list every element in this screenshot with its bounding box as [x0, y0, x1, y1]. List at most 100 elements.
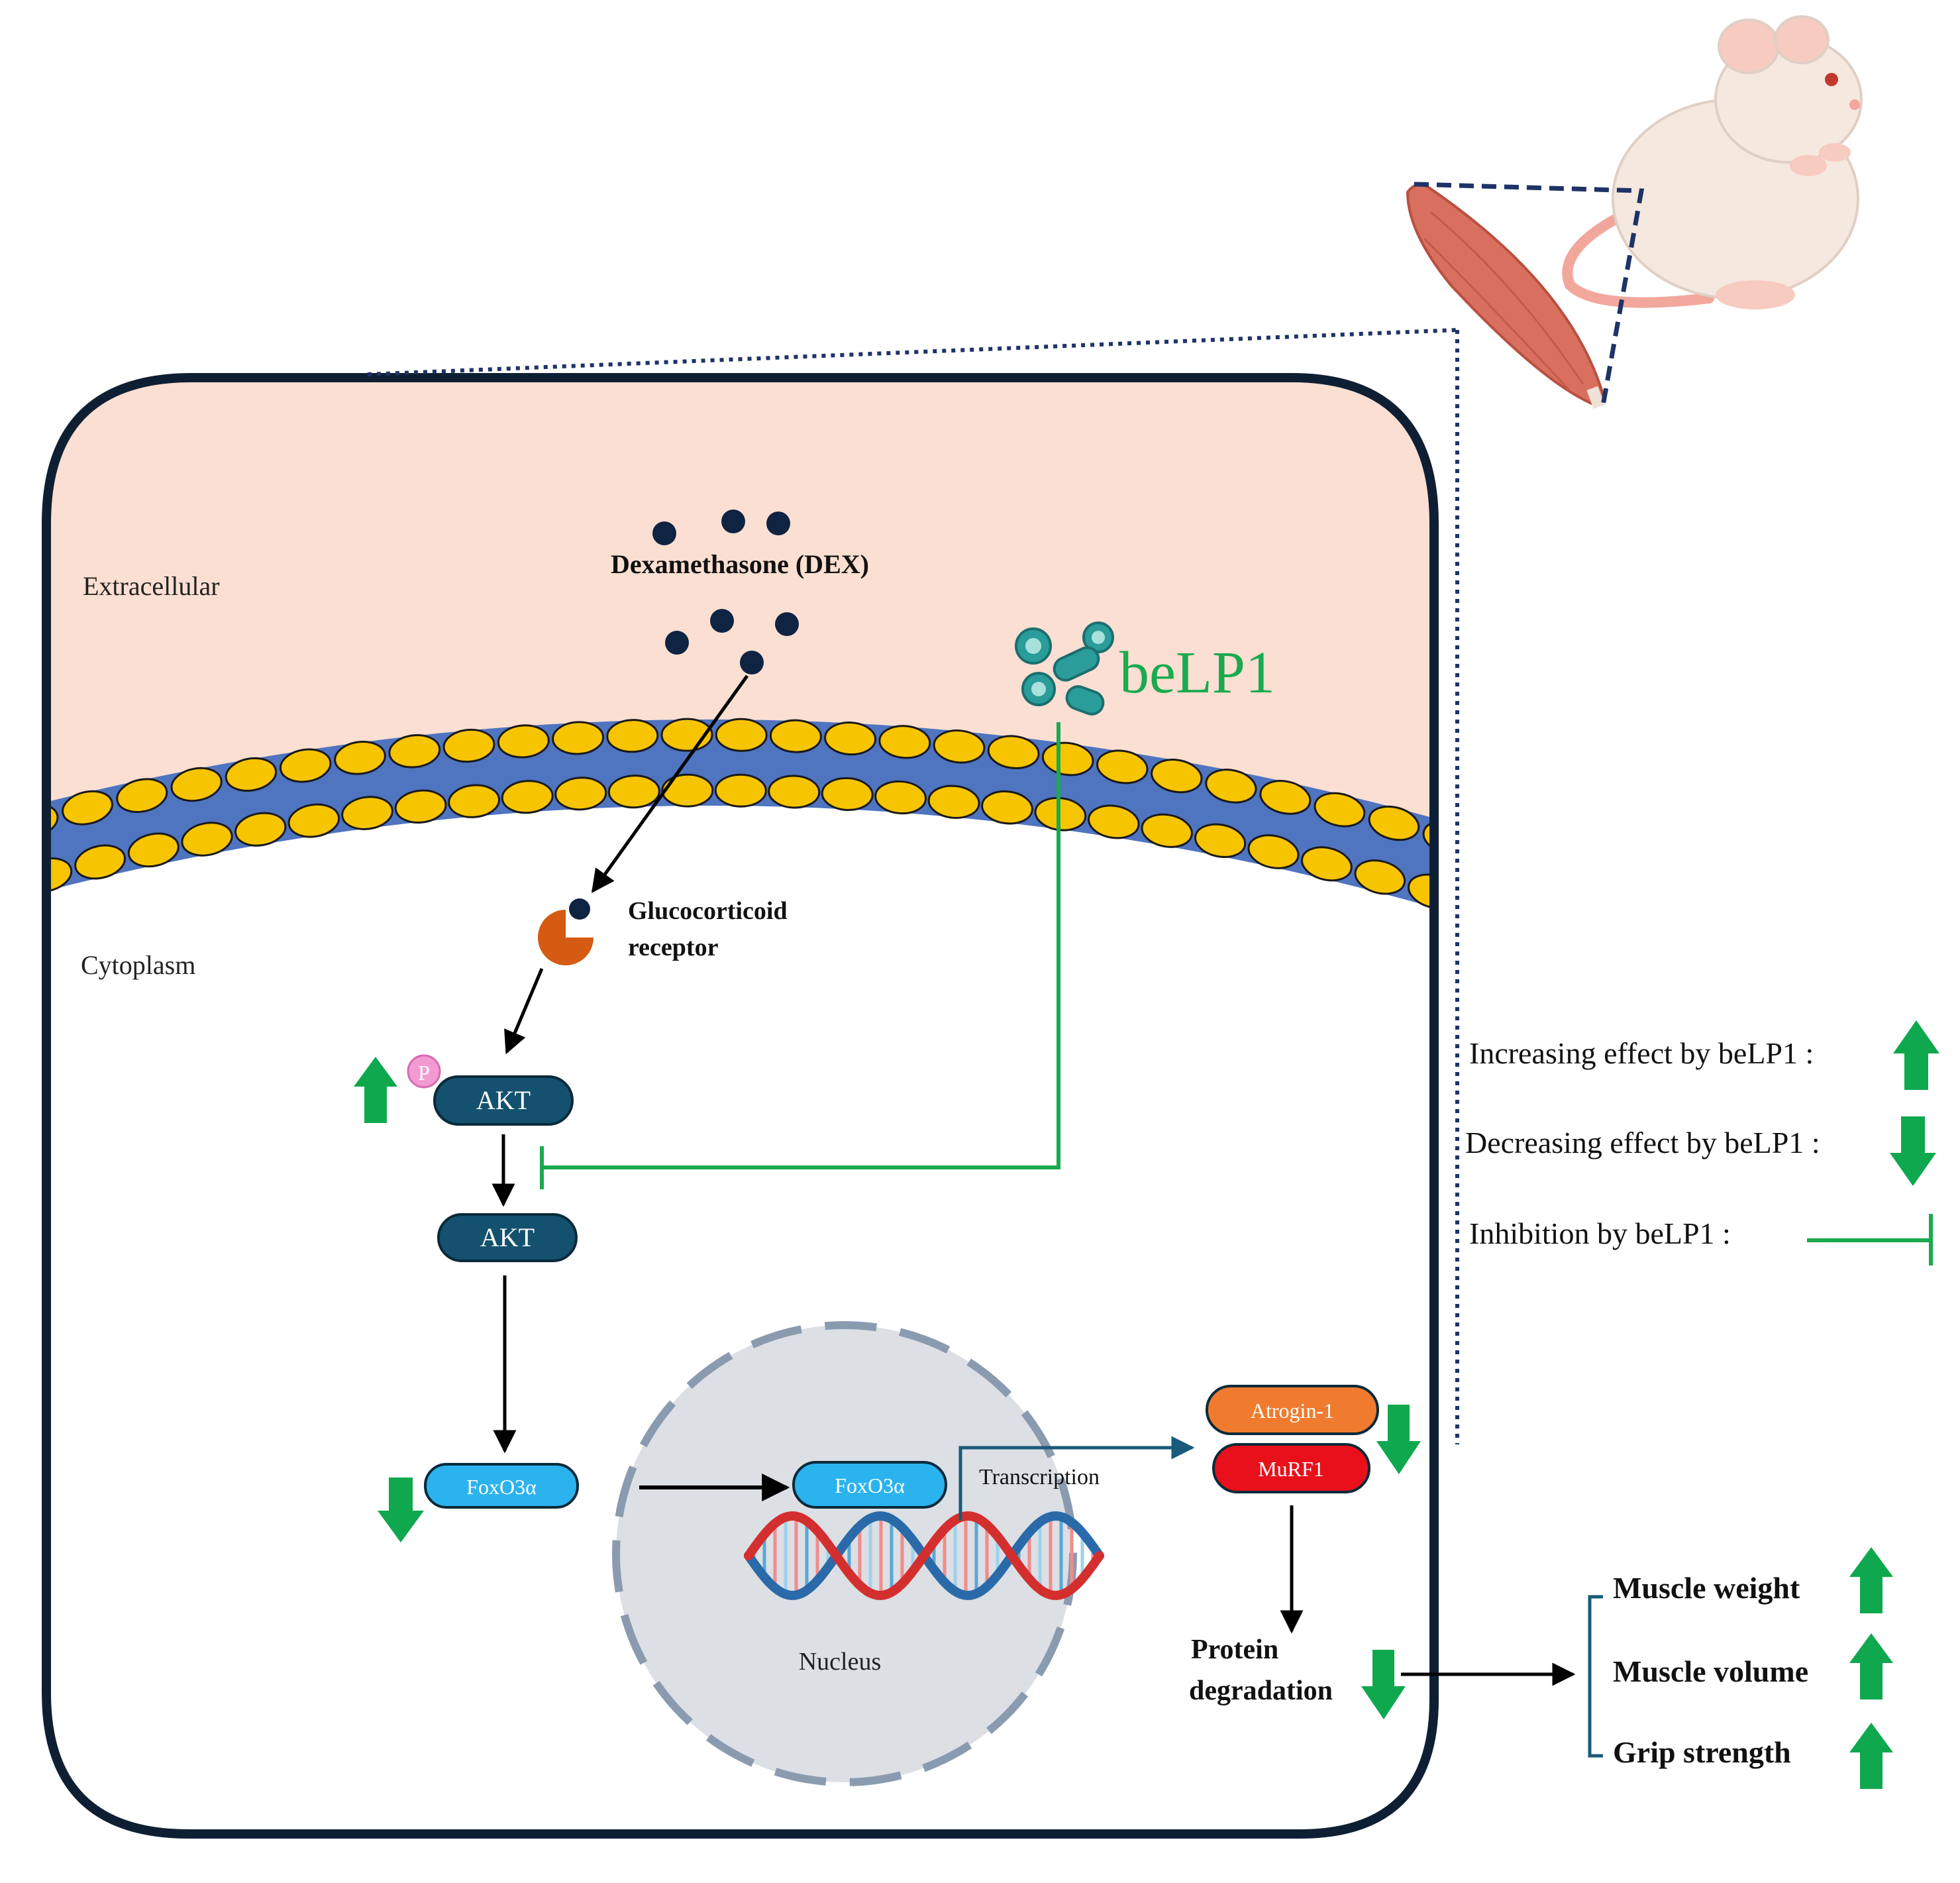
lipid-head [279, 748, 332, 783]
foxo-cyto-label: FoxO3α [466, 1475, 537, 1499]
dna-strand [744, 1511, 1104, 1601]
mouse-illustration [1406, 15, 1863, 409]
lipid-head [981, 790, 1033, 825]
legend-inhibition-label: Inhibition by beLP1 : [1469, 1216, 1731, 1250]
receptor-label-line2: receptor [628, 934, 719, 961]
lipid-head [46, 803, 59, 839]
lipid-head [933, 729, 986, 764]
foxo-nuc-label: FoxO3α [835, 1474, 905, 1497]
lipid-head [1368, 805, 1420, 841]
lipid-head [607, 775, 660, 809]
nucleus-label: Nucleus [799, 1648, 882, 1676]
outcome-muscle-volume: Muscle volume [1613, 1654, 1808, 1688]
lipid-head [341, 796, 393, 830]
lipid-head [606, 719, 659, 753]
lipid-head [234, 812, 287, 847]
phosphate-label: P [418, 1061, 430, 1085]
foxo-decrease-arrow-icon [378, 1478, 424, 1542]
lipid-head [1314, 792, 1366, 828]
lipid-head [661, 773, 714, 808]
lipid-head [552, 721, 605, 755]
lipid-head [287, 803, 340, 838]
lipid-head [824, 722, 877, 756]
lipid-head [170, 767, 223, 802]
lipid-head [1041, 741, 1094, 777]
lipid-head [388, 734, 441, 769]
foxo-cyto-pill [424, 1463, 579, 1509]
cell-outline [42, 373, 1439, 1839]
atrogin-decrease-arrow-icon [1376, 1405, 1421, 1474]
lipid-head [821, 777, 874, 812]
lipid-head [554, 777, 607, 811]
legend: Increasing effect by beLP1 : Decreasing … [1465, 1020, 1939, 1265]
lipid-head [768, 775, 821, 809]
lipid-head [1088, 804, 1140, 839]
lipid-head [874, 780, 927, 815]
lipid-head [1259, 780, 1312, 815]
legend-decrease-icon [1890, 1116, 1936, 1186]
protein-label-line2: degradation [1189, 1676, 1333, 1706]
outcome-grip-strength: Grip strength [1613, 1735, 1791, 1769]
glucocorticoid-receptor-icon [538, 898, 593, 965]
zoom-lines [367, 328, 1459, 1444]
lipid-head [1354, 859, 1406, 895]
akt-pill [437, 1213, 578, 1262]
lipid-head [1096, 749, 1149, 784]
outcomes-bracket [1588, 1595, 1603, 1758]
bacteria-icon [1015, 621, 1114, 716]
outcome-increase-arrow-icons [1849, 1547, 1893, 1789]
lipid-head [442, 728, 495, 763]
transcription-label: Transcription [979, 1465, 1100, 1489]
lipid-head [74, 844, 126, 880]
akt-phospho-pill [433, 1075, 574, 1126]
receptor-label-line1: Glucocorticoid [628, 897, 788, 925]
belp1-inhibition-line [540, 722, 1060, 1189]
lipid-head [1301, 846, 1353, 882]
lipid-head [394, 789, 447, 824]
lipid-head [769, 719, 822, 753]
lipid-head [1194, 823, 1247, 858]
dex-to-receptor-arrow [591, 674, 749, 893]
lipid-head [714, 773, 767, 808]
nucleus [612, 1321, 1077, 1786]
lipid-head [715, 718, 768, 752]
lipid-head [497, 724, 550, 759]
lipid-head [927, 784, 980, 819]
receptor-to-akt-arrow [504, 968, 544, 1055]
cytoplasm-label: Cytoplasm [81, 950, 195, 980]
outcome-muscle-weight: Muscle weight [1613, 1571, 1800, 1605]
lipid-head [334, 740, 386, 775]
phosphate-icon [407, 1054, 441, 1089]
lipid-head [116, 778, 168, 813]
legend-increase-icon [1893, 1020, 1939, 1090]
cell [42, 373, 1439, 1839]
lipid-head [987, 735, 1040, 769]
lipid-head [1205, 769, 1257, 804]
lipid-head [62, 790, 113, 826]
lipid-head [1151, 759, 1203, 794]
protein-label-line1: Protein [1191, 1635, 1278, 1665]
lipid-head [1141, 813, 1193, 848]
lipid-head [127, 832, 180, 868]
belp1-label: beLP1 [1119, 640, 1275, 706]
lipid-head [181, 822, 233, 857]
atrogin-pill [1206, 1385, 1379, 1435]
lipid-head [448, 784, 501, 818]
akt-increase-arrow-icon [354, 1057, 397, 1123]
atrogin-label: Atrogin-1 [1251, 1399, 1334, 1423]
murf1-pill [1212, 1443, 1370, 1493]
legend-decrease-label: Decreasing effect by beLP1 : [1465, 1126, 1820, 1159]
extracellular-label: Extracellular [83, 571, 220, 601]
lipid-head [1247, 834, 1300, 869]
lipid-head [878, 725, 931, 759]
akt-phospho-label: AKT [476, 1085, 531, 1115]
dex-molecules [652, 510, 799, 674]
legend-increase-label: Increasing effect by beLP1 : [1469, 1036, 1814, 1070]
foxo-nuc-pill [792, 1461, 947, 1509]
lipid-bilayer [46, 718, 1434, 910]
lipid-head [225, 757, 278, 792]
cell-membrane [46, 720, 1434, 906]
lipid-head [1422, 820, 1434, 856]
